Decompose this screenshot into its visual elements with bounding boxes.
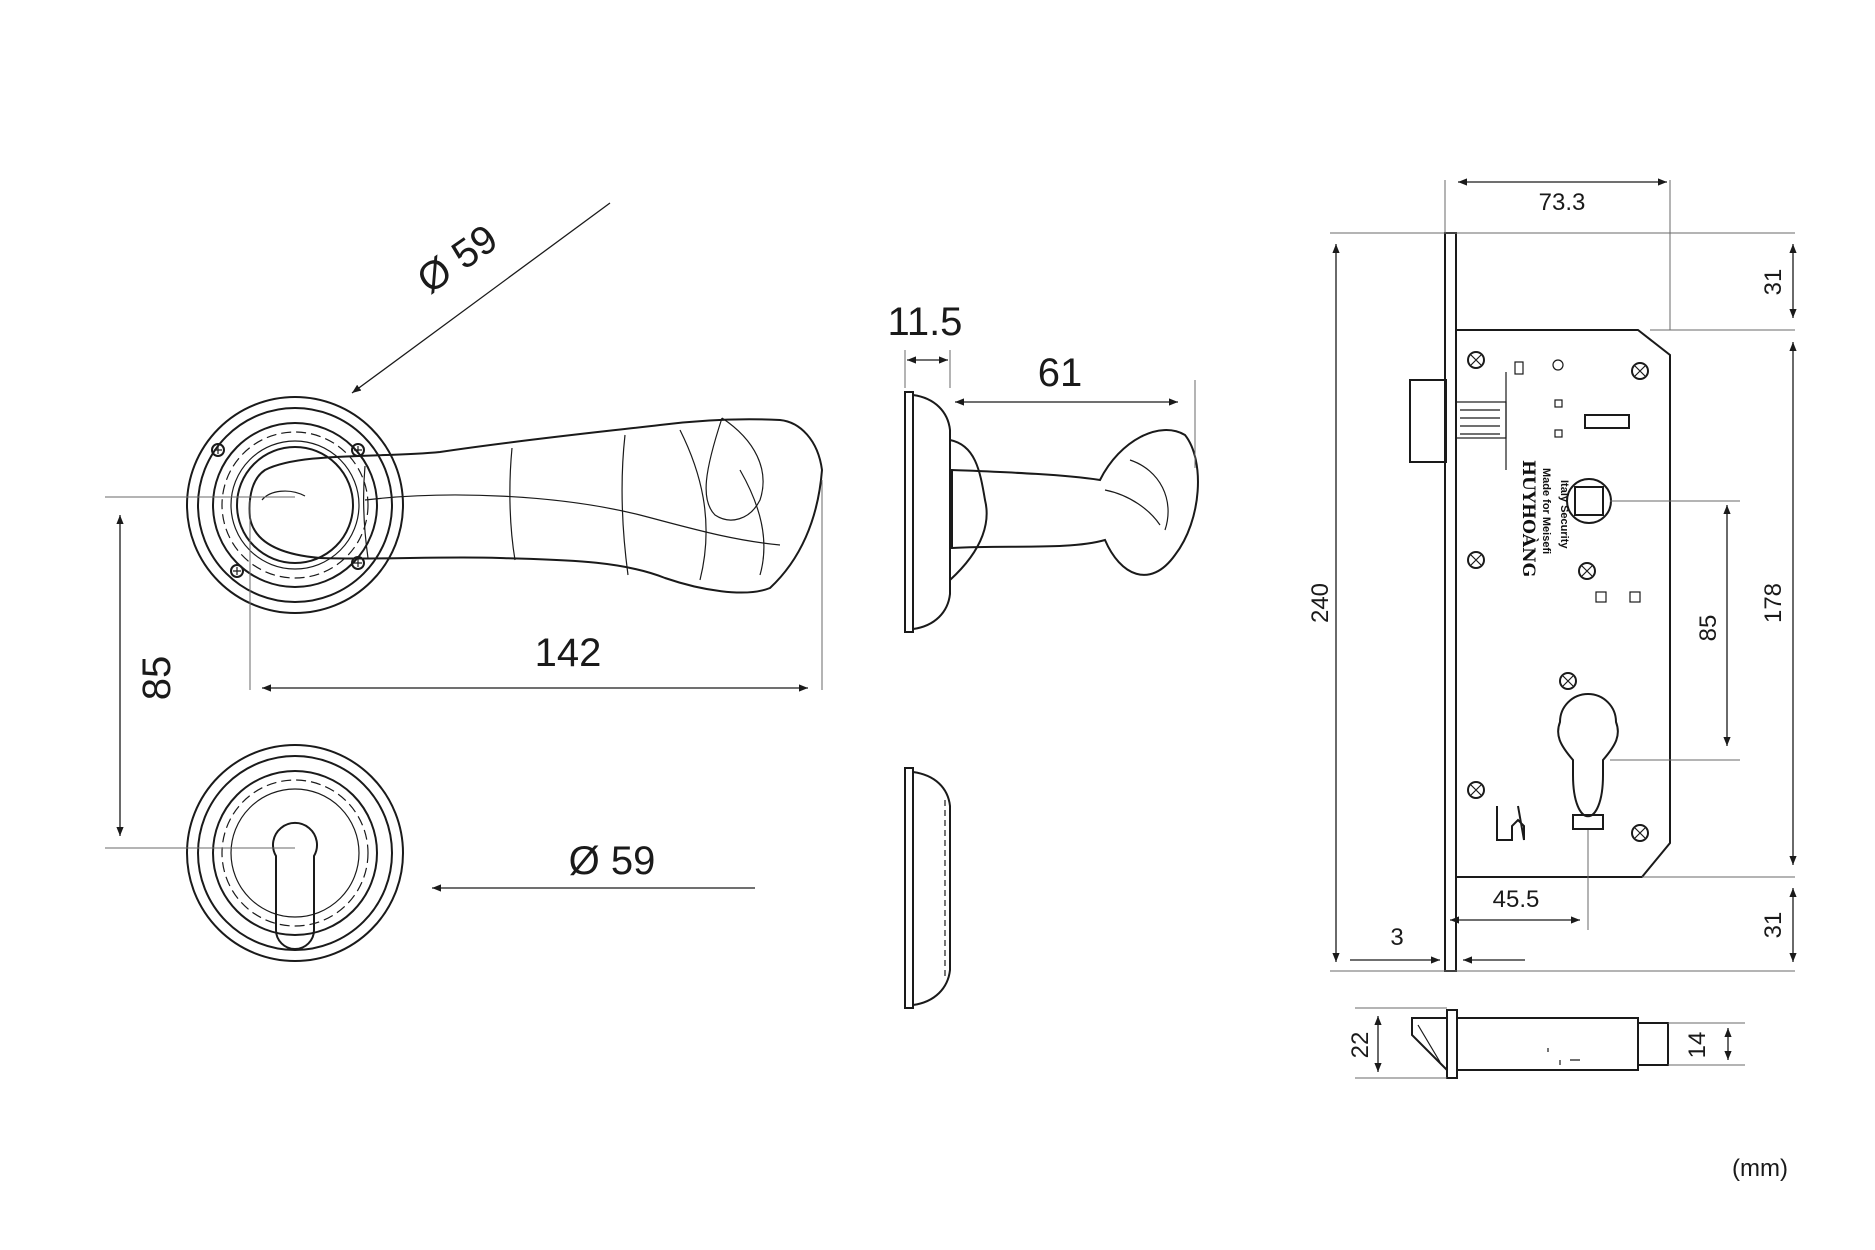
label-diameter-top: Ø 59: [409, 216, 505, 302]
lock-top-view: [1411, 1009, 1669, 1079]
unit-label: (mm): [1732, 1155, 1788, 1182]
label-178: 178: [1760, 583, 1787, 623]
label-3: 3: [1390, 924, 1403, 951]
lever-side-view: [904, 391, 1199, 1009]
label-85-left: 85: [135, 656, 179, 701]
dim-line-diameter-top: [351, 202, 611, 394]
lock-case: [1455, 329, 1671, 878]
latch-bolt: [1409, 379, 1447, 463]
label-73-3: 73.3: [1539, 189, 1586, 216]
brand-name: HUYHOÀNG: [1518, 460, 1539, 577]
lever-rose-front-view: [186, 396, 824, 614]
screw-bottom-right: [351, 556, 365, 570]
label-142: 142: [535, 631, 602, 675]
lock-branding: HUYHOÀNG Made for Meisefi Italy Security: [1518, 460, 1570, 577]
lever-handle: [248, 418, 824, 594]
spindle-hub: [1566, 478, 1612, 524]
brand-line1: Made for Meisefi: [1540, 468, 1552, 554]
label-11-5: 11.5: [888, 300, 963, 344]
label-85-right: 85: [1695, 615, 1722, 642]
screw-bottom-left: [230, 564, 244, 578]
cylinder-hole: [1557, 693, 1619, 818]
case-screw-3: [1467, 551, 1485, 569]
case-screw-1: [1467, 351, 1485, 369]
label-240: 240: [1307, 583, 1334, 623]
label-22: 22: [1347, 1032, 1374, 1059]
label-31-bottom: 31: [1760, 912, 1787, 939]
case-screw-7: [1631, 824, 1649, 842]
extension-lines: [105, 180, 1795, 1079]
dimension-lines: [116, 178, 1797, 1072]
mortise-lock: HUYHOÀNG Made for Meisefi Italy Security: [1409, 232, 1671, 972]
lever-side-profile: [951, 429, 1199, 576]
label-31-top: 31: [1760, 269, 1787, 296]
label-61: 61: [1038, 351, 1083, 395]
label-45-5: 45.5: [1493, 886, 1540, 913]
label-diameter-bottom: Ø 59: [569, 839, 656, 883]
screw-top-right: [351, 443, 365, 457]
case-screw-6: [1467, 781, 1485, 799]
dimension-labels: Ø 59 142 85 Ø 59 11.5 61 73.3 240 31 178…: [135, 189, 1788, 1182]
case-screw-2: [1631, 362, 1649, 380]
screw-top-left: [211, 443, 225, 457]
case-screw-4: [1578, 562, 1596, 580]
keyhole: [272, 821, 318, 950]
faceplate: [1444, 232, 1457, 972]
escutcheon-front-view: [186, 744, 404, 962]
decorative-leaf-ring: [221, 431, 369, 579]
brand-line2: Italy Security: [1558, 480, 1570, 549]
case-screw-5: [1559, 672, 1577, 690]
label-14: 14: [1684, 1032, 1711, 1059]
